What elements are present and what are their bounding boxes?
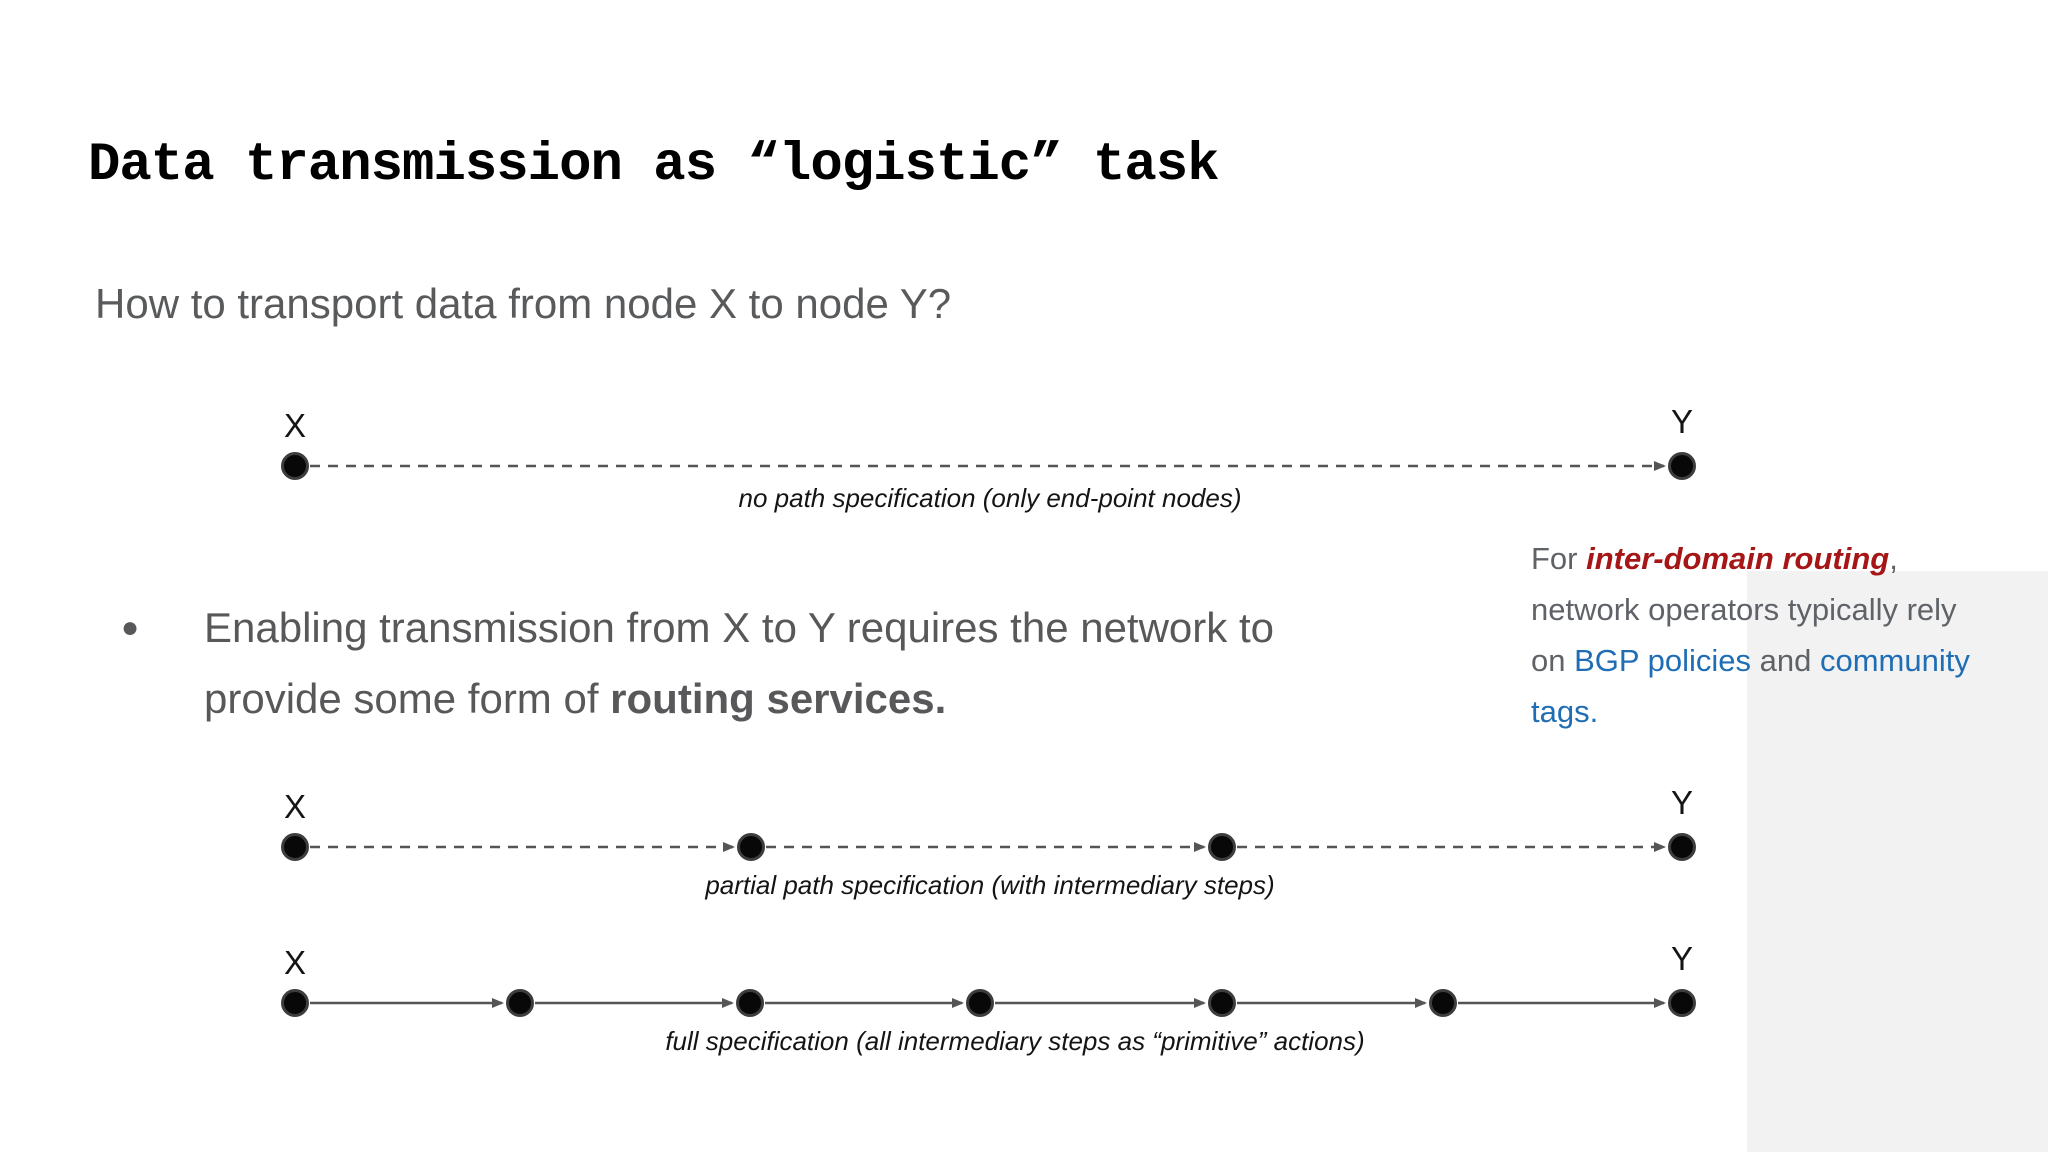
side-note: For inter-domain routing, network operat… — [1531, 533, 1983, 737]
side-note-text: For — [1531, 541, 1587, 576]
bullet-text-bold: routing services. — [610, 675, 947, 722]
node-label-x: X — [283, 944, 306, 981]
page-title: Data transmission as “logistic” task — [88, 135, 1220, 196]
background-panel — [1747, 571, 2048, 1152]
diagram-caption: partial path specification (with interme… — [705, 870, 1275, 900]
side-note-text: and — [1751, 643, 1820, 678]
node-label-x: X — [283, 788, 306, 825]
side-note-highlight: inter-domain routing — [1586, 541, 1890, 576]
node-label-y: Y — [1670, 784, 1693, 821]
diagram-caption: no path specification (only end-point no… — [738, 483, 1242, 513]
link-community-tags[interactable]: community tags. — [1531, 643, 1970, 729]
node-label-y: Y — [1670, 403, 1693, 440]
bullet-marker-icon: ● — [121, 611, 140, 644]
bullet-text-normal: Enabling transmission from X to Y requir… — [204, 604, 1274, 722]
node-label-x: X — [283, 407, 306, 444]
side-note-text: , network operators typically rely on — [1531, 541, 1957, 678]
bullet-text: Enabling transmission from X to Y requir… — [204, 592, 1394, 734]
node-label-y: Y — [1670, 940, 1693, 977]
slide-subtitle: How to transport data from node X to nod… — [95, 280, 952, 327]
diagram-caption: full specification (all intermediary ste… — [665, 1026, 1365, 1056]
link-bgp-policies[interactable]: BGP policies — [1574, 643, 1752, 678]
